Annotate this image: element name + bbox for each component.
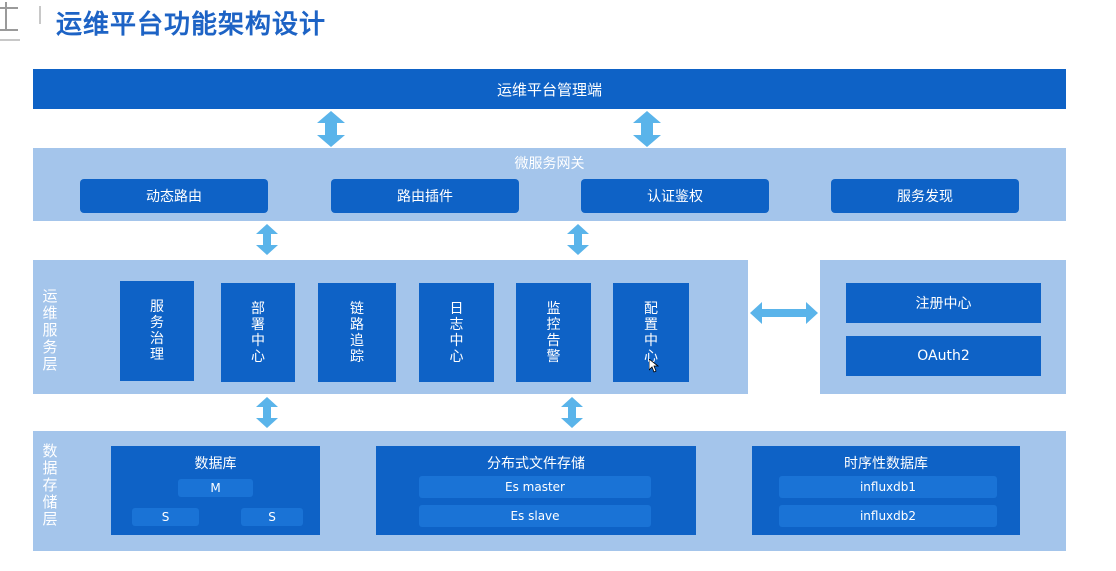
gateway-item-route-plugin: 路由插件 xyxy=(331,179,519,213)
tracing-tile: 链路追踪 xyxy=(318,283,396,382)
management-console-bar: 运维平台管理端 xyxy=(33,69,1066,109)
storage-layer-label: 数据存储层 xyxy=(42,442,58,528)
arrow-updown-icon xyxy=(256,224,278,255)
deployment-center-tile: 部署中心 xyxy=(221,283,295,382)
gateway-item-dynamic-routing: 动态路由 xyxy=(80,179,268,213)
dfs-title: 分布式文件存储 xyxy=(487,456,585,472)
database-panel: 数据库 M S S xyxy=(111,446,320,535)
es-slave-node: Es slave xyxy=(419,505,651,527)
arrow-leftright-icon xyxy=(750,302,818,324)
arrow-updown-icon xyxy=(567,224,589,255)
data-storage-layer: 数据存储层 数据库 M S S 分布式文件存储 Es master Es sla… xyxy=(33,431,1066,551)
ops-layer-label: 运维服务层 xyxy=(42,287,58,373)
arrow-updown-icon xyxy=(561,397,583,428)
gateway-item-auth: 认证鉴权 xyxy=(581,179,769,213)
es-master-node: Es master xyxy=(419,476,651,498)
gateway-layer: 微服务网关 动态路由 路由插件 认证鉴权 服务发现 xyxy=(33,148,1066,221)
tile-label: 服务治理 xyxy=(150,299,164,363)
influxdb1-node: influxdb1 xyxy=(779,476,997,498)
service-governance-tile: 服务治理 xyxy=(120,281,194,381)
mouse-cursor-icon xyxy=(649,359,659,373)
tile-label: 配置中心 xyxy=(644,301,658,365)
tile-label: 监控告警 xyxy=(546,301,561,365)
arrow-updown-icon xyxy=(317,111,345,147)
tsdb-title: 时序性数据库 xyxy=(844,456,928,472)
gateway-label: 微服务网关 xyxy=(514,156,585,172)
gateway-item-service-discovery: 服务发现 xyxy=(831,179,1019,213)
page-title: 运维平台功能架构设计 xyxy=(56,10,327,40)
log-center-tile: 日志中心 xyxy=(419,283,494,382)
db-slave-node: S xyxy=(241,508,303,526)
monitoring-alert-tile: 监控告警 xyxy=(516,283,591,382)
oauth2-box: OAuth2 xyxy=(846,336,1041,376)
database-title: 数据库 xyxy=(194,456,237,472)
registry-auth-panel: 注册中心 OAuth2 xyxy=(820,260,1066,394)
db-slave-node: S xyxy=(132,508,199,526)
tsdb-panel: 时序性数据库 influxdb1 influxdb2 xyxy=(752,446,1020,535)
arrow-updown-icon xyxy=(633,111,661,147)
corner-decoration-icon xyxy=(0,2,41,41)
db-master-node: M xyxy=(178,479,253,497)
influxdb2-node: influxdb2 xyxy=(779,505,997,527)
registry-center-box: 注册中心 xyxy=(846,283,1041,323)
tile-label: 部署中心 xyxy=(251,301,265,365)
ops-service-layer: 运维服务层 服务治理 部署中心 链路追踪 日志中心 监控告警 配置中心 xyxy=(33,260,748,394)
dfs-panel: 分布式文件存储 Es master Es slave xyxy=(376,446,696,535)
tile-label: 链路追踪 xyxy=(350,301,364,365)
arrow-updown-icon xyxy=(256,397,278,428)
tile-label: 日志中心 xyxy=(449,301,464,365)
